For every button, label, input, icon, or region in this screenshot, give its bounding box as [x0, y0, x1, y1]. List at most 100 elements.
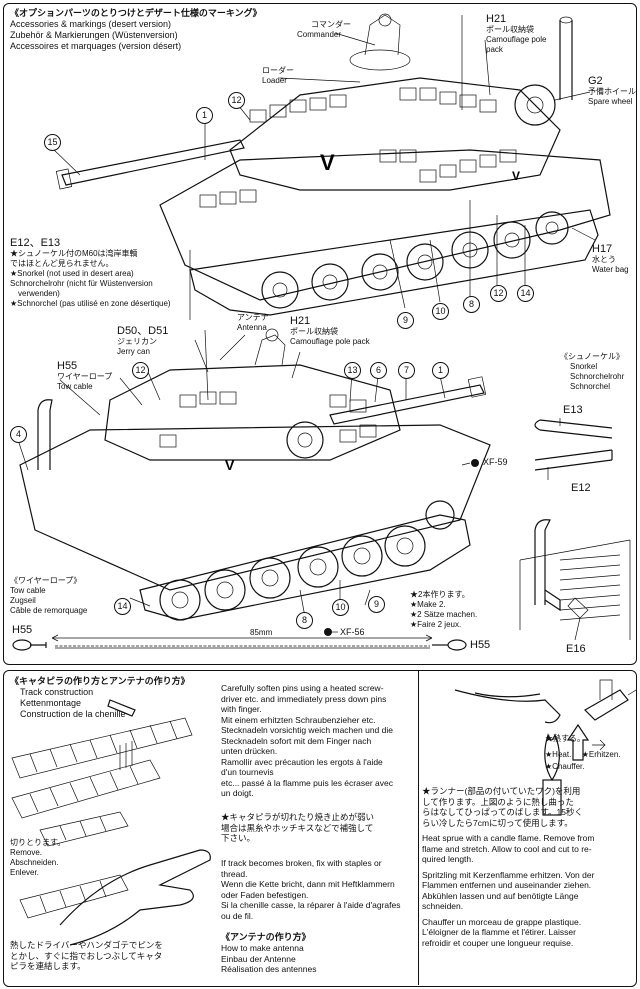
- callout-7-lower: 7: [398, 362, 415, 379]
- sprue-jp-4: らい冷したら7cmに切って使用します。: [422, 817, 573, 828]
- svg-text:V: V: [512, 169, 520, 183]
- e13-label: E13: [563, 404, 583, 416]
- pin-softening-text: Carefully soften pins using a heated scr…: [221, 683, 393, 799]
- remove-note-de: Abschneiden.: [10, 858, 59, 867]
- heat-de: ★Erhitzen.: [581, 750, 621, 759]
- snorkel-detail-drawing: [519, 519, 631, 641]
- accessories-heading-fr: Accessoires et marquages (version désert…: [10, 41, 182, 51]
- track-jp-3: ピラを連結します。: [10, 961, 86, 971]
- pin-text-6: Stecknadeln sofort mit dem Finger nach: [221, 735, 372, 746]
- svg-text:V: V: [225, 457, 235, 473]
- pin-text-9: d'un tournevis: [221, 767, 274, 777]
- h17-code: H17: [592, 243, 613, 255]
- callout-1-upper: 1: [196, 107, 213, 124]
- antenna-construction-drawing: [454, 679, 637, 816]
- callout-4-lower: 4: [10, 426, 27, 443]
- antenna-label: アンテナ Antenna: [237, 313, 269, 333]
- remove-note-jp: 切りとります。: [10, 838, 66, 847]
- make-two-jp: ★2本作ります。: [410, 590, 470, 599]
- broken-jp-1: ★キャタピラが切れたり焼き止めが弱い: [221, 812, 375, 822]
- callout-12b-upper: 12: [490, 285, 507, 302]
- h55-tow-label: H55 ワイヤーロープ Tow cable: [57, 361, 112, 392]
- make-two-en: ★Make 2.: [410, 600, 446, 609]
- snorkel-label-jp: 《シュノーケル》: [560, 352, 624, 361]
- h21-top-en-1: Camouflage pole: [486, 35, 547, 44]
- d50-d51-en: Jerry can: [117, 347, 150, 356]
- wire-rope-jp: 《ワイヤーロープ》: [10, 576, 82, 585]
- antenna-heading: 《アンテナの作り方》 How to make antenna Einbau de…: [221, 932, 316, 975]
- sprue-de-2: Flammen entfernen und auseinander ziehen…: [422, 880, 592, 890]
- h55-right-label: H55: [470, 639, 491, 651]
- callout-12-upper: 12: [228, 92, 245, 109]
- accessories-heading-jp: 《オプションパーツのとりつけとデザート仕様のマーキング》: [10, 8, 262, 18]
- heat-jp: ★熱する。: [545, 734, 585, 743]
- wire-rope-label: 《ワイヤーロープ》 Tow cable Zugseil Câble de rem…: [10, 576, 87, 616]
- track-jp-2: とかし、すぐに指でおしつぶしてキャタ: [10, 950, 163, 961]
- g2-label: G2 予備ホイール Spare wheel: [588, 76, 636, 107]
- callout-9-lower: 9: [368, 596, 385, 613]
- g2-code: G2: [588, 75, 603, 87]
- sprue-instructions: ★ランナー(部品の付いていたワク)を利用 して作ります。上図のように熱し曲った …: [422, 786, 594, 948]
- callout-13-lower: 13: [344, 362, 361, 379]
- h55-left-label: H55: [12, 624, 33, 636]
- broken-text-6: ou de fil.: [221, 910, 254, 921]
- snorkel-label-de: Schnorchelrohr: [570, 372, 625, 381]
- pin-text-2: driver etc. and immediately press down p…: [221, 693, 387, 704]
- d50-d51-jp: ジェリカン: [117, 337, 157, 346]
- antenna-label-jp: アンテナ: [237, 313, 269, 322]
- g2-en: Spare wheel: [588, 97, 633, 106]
- e12-e13-note-4: Schnorchelrohr (nicht für Wüstenversion: [10, 279, 153, 288]
- loader-label-jp: ローダー: [262, 66, 294, 75]
- callout-14-upper: 14: [517, 285, 534, 302]
- h21-top-label: H21 ポール収納袋 Camouflage pole pack: [486, 14, 546, 55]
- h17-en: Water bag: [592, 265, 629, 274]
- wire-rope-en: Tow cable: [10, 586, 46, 595]
- h21-mid-jp: ポール収納袋: [290, 327, 338, 336]
- broken-text-3: Wenn die Kette bricht, dann mit Heftklam…: [221, 879, 395, 889]
- antenna-heading-fr: Réalisation des antennes: [221, 964, 317, 974]
- heat-fr: ★Chauffer.: [545, 762, 585, 771]
- broken-text-4: oder Faden befestigen.: [221, 889, 309, 900]
- sprue-de-1: Spritzling mit Kerzenflamme erhitzen. Vo…: [422, 869, 595, 880]
- e12-e13-note-2: ではほとんど見られません。: [10, 259, 114, 268]
- sprue-jp-2: して作ります。上図のように熱し曲った: [422, 796, 574, 807]
- broken-text-2: thread.: [221, 868, 248, 879]
- broken-text-1: If track becomes broken, fix with staple…: [221, 858, 382, 868]
- callout-1-lower: 1: [432, 362, 449, 379]
- pin-text-5: Stecknadeln vorsichtig weich machen und …: [221, 725, 393, 735]
- callout-6-lower: 6: [370, 362, 387, 379]
- pin-text-7: unten drücken.: [221, 746, 278, 756]
- track-heading-fr: Construction de la chenille: [20, 709, 126, 719]
- sprue-en-3: quired length.: [422, 854, 474, 864]
- track-jp-instructions: 熱したドライバーやハンダゴテでピンを とかし、すぐに指でおしつぶしてキャタ ピラ…: [10, 940, 163, 972]
- heat-note: ★熱する。 ★Heat. ★Erhitzen. ★Chauffer.: [545, 734, 621, 772]
- e12-e13-note-6: ★Schnorchel (pas utilisé en zone déserti…: [10, 299, 171, 308]
- sprue-fr-1: Chauffer un morceau de grappe plastique.: [422, 916, 582, 927]
- pin-text-4: Mit einem erhitzten Schraubenzieher etc.: [221, 714, 376, 725]
- upper-tank-drawing: V V: [51, 13, 611, 320]
- snorkel-label: 《シュノーケル》 Snorkel Schnorchelrohr Schnorch…: [560, 352, 624, 392]
- wire-rope-de: Zugseil: [10, 596, 36, 605]
- accessories-heading: 《オプションパーツのとりつけとデザート仕様のマーキング》 Accessories…: [10, 8, 262, 52]
- pin-text-3: with finger.: [221, 704, 262, 714]
- remove-note-en: Remove.: [10, 848, 43, 857]
- e12-e13-note-5: verwenden): [18, 289, 60, 298]
- callout-9-upper: 9: [397, 312, 414, 329]
- pin-text-10: etc... passé à la flamme puis les écrase…: [221, 777, 393, 788]
- callout-8-lower: 8: [296, 612, 313, 629]
- broken-jp-2: 場合は黒糸やホッチキスなどで補強して: [221, 822, 374, 833]
- h21-top-jp: ポール収納袋: [486, 25, 534, 34]
- top-section-frame: [3, 3, 637, 665]
- bottom-divider: [418, 670, 419, 985]
- track-construction-drawing: [11, 699, 211, 946]
- tow-cable-drawing: [12, 628, 467, 651]
- antenna-label-en: Antenna: [237, 323, 267, 332]
- broken-track-jp: ★キャタピラが切れたり焼き止めが弱い 場合は黒糸やホッチキスなどで補強して 下さ…: [221, 812, 374, 844]
- snorkel-label-en: Snorkel: [570, 362, 598, 371]
- antenna-heading-de: Einbau der Antenne: [221, 953, 296, 964]
- commander-label: コマンダー Commander: [297, 20, 351, 40]
- e12-e13-note: E12、E13 ★シュノーケル付のM60は湾岸車輌 ではほとんど見られません。 …: [10, 238, 171, 309]
- sprue-fr-2: L'éloigner de la flamme et l'étirer. Lai…: [422, 927, 576, 937]
- make-two-fr: ★Faire 2 jeux.: [410, 620, 462, 629]
- loader-label-en: Loader: [262, 76, 287, 85]
